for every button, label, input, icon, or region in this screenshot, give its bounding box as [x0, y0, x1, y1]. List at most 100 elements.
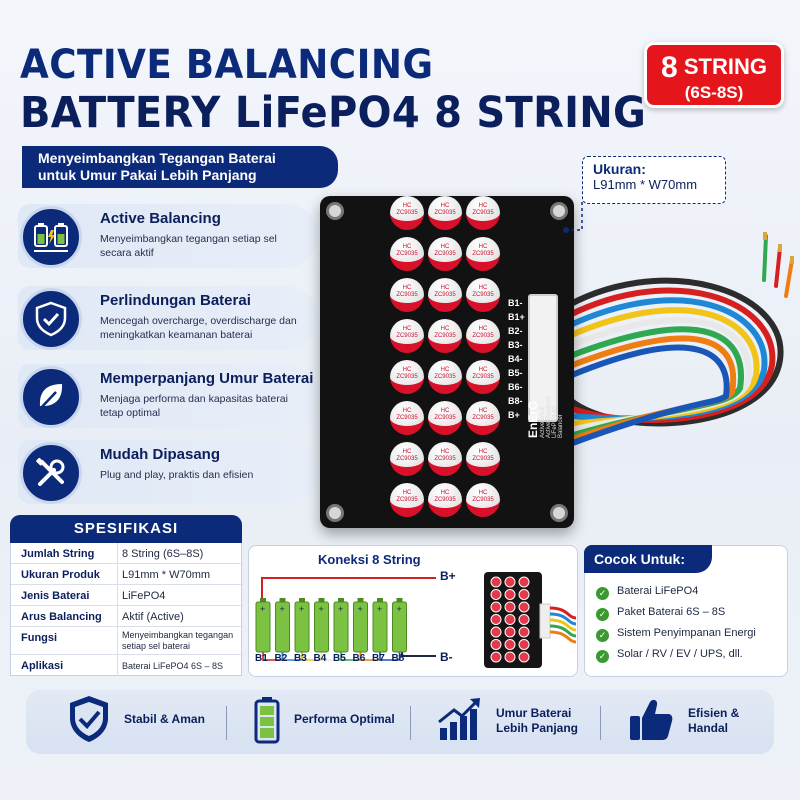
list-item-label: Baterai LiFePO4	[617, 585, 699, 597]
capacitor-label-top: HC	[478, 203, 488, 209]
spec-value: LiFePO4	[122, 590, 166, 602]
feature-desc: Menyeimbangkan tegangan setiap sel secar…	[100, 233, 277, 259]
spec-key: Jenis Baterai	[21, 590, 90, 602]
feature-desc: Plug and play, praktis dan efisien	[100, 469, 254, 481]
list-item: ✓Paket Baterai 6S – 8S	[596, 606, 725, 621]
tagline-line-1: Menyeimbangkan Tegangan Baterai	[38, 150, 276, 166]
capacitor-label-bottom: ZC9035	[396, 333, 418, 339]
wire-harness	[557, 232, 794, 447]
badge-word: STRING	[683, 54, 767, 79]
battery-cell: +	[294, 598, 310, 653]
mini-capacitor	[518, 614, 530, 625]
capacitor-label-bottom: ZC9035	[396, 456, 418, 462]
capacitor-label-bottom: ZC9035	[434, 497, 456, 503]
benefit-label-line2: Handal	[688, 721, 729, 735]
mini-capacitor	[490, 614, 502, 625]
capacitor-label-bottom: ZC9035	[434, 415, 456, 421]
table-row: Ukuran Produk L91mm * W70mm	[11, 564, 243, 585]
size-callout-line	[563, 202, 583, 233]
capacitor-label-top: HC	[478, 285, 488, 291]
capacitor-label-top: HC	[440, 449, 450, 455]
list-item-label: Paket Baterai 6S – 8S	[617, 606, 726, 618]
specs-divider	[117, 543, 118, 676]
pin-label: B6-	[508, 382, 523, 392]
capacitor-label-top: HC	[440, 203, 450, 209]
svg-text:+: +	[338, 604, 343, 614]
feature-desc: Menjaga performa dan kapasitas baterai t…	[100, 393, 288, 419]
capacitor-label-bottom: ZC9035	[434, 210, 456, 216]
feature-battery-life: Memperpanjang Umur Baterai Menjaga perfo…	[18, 364, 318, 428]
list-item-label: Sistem Penyimpanan Energi	[617, 627, 756, 639]
capacitor-label-top: HC	[478, 244, 488, 250]
mini-capacitor	[504, 589, 516, 600]
capacitor-label-bottom: ZC9035	[396, 210, 418, 216]
battery-balance-icon	[20, 206, 82, 268]
capacitor-label-top: HC	[402, 285, 412, 291]
capacitor-label-top: HC	[402, 490, 412, 496]
cell-label: B4	[313, 653, 327, 664]
cell-label: B1	[255, 653, 268, 664]
divider	[600, 706, 601, 740]
capacitor-label-top: HC	[402, 367, 412, 373]
capacitor-label-bottom: ZC9035	[472, 497, 494, 503]
capacitor-label-top: HC	[440, 408, 450, 414]
mini-capacitor	[504, 651, 516, 663]
shield-check-icon	[70, 696, 108, 742]
cell-label: B3	[294, 653, 307, 664]
battery-cell: +	[255, 598, 271, 653]
benefit-label-line2: Lebih Panjang	[496, 721, 579, 735]
mini-capacitor	[518, 639, 530, 650]
benefit-label-line1: Umur Baterai	[496, 706, 572, 720]
table-row: Aplikasi Baterai LiFePO4 6S – 8S	[11, 655, 243, 676]
spec-value: L91mm * W70mm	[122, 569, 211, 581]
svg-text:+: +	[280, 604, 285, 614]
mini-capacitor	[490, 576, 502, 588]
shield-check-icon	[20, 288, 82, 350]
mini-capacitor	[504, 639, 516, 650]
capacitor-label-top: HC	[440, 490, 450, 496]
string-count-badge: 8 STRING (6S-8S)	[644, 42, 784, 108]
pin-label: B2-	[508, 326, 523, 336]
mini-capacitor	[490, 651, 502, 663]
board-brand: EnErG	[526, 400, 540, 438]
capacitor-label-bottom: ZC9035	[472, 292, 494, 298]
capacitor-label-top: HC	[478, 408, 488, 414]
capacitor-label-bottom: ZC9035	[434, 292, 456, 298]
mini-capacitor	[518, 576, 530, 588]
specs-heading: SPESIFIKASI	[10, 515, 242, 543]
capacitor-label-bottom: ZC9035	[434, 251, 456, 257]
feature-title: Active Balancing	[100, 210, 221, 227]
capacitor-label-top: HC	[402, 244, 412, 250]
benefit-label: Efisien & Handal	[688, 706, 739, 736]
spec-key: Arus Balancing	[21, 611, 102, 623]
battery-cell: +	[353, 598, 368, 653]
spec-key: Aplikasi	[21, 660, 64, 672]
capacitor-label-bottom: ZC9035	[472, 456, 494, 462]
capacitor-label-bottom: ZC9035	[396, 415, 418, 421]
list-item: ✓ Sistem Penyimpanan Energi	[596, 627, 756, 642]
cell-label: B8	[391, 653, 405, 664]
check-icon: ✓	[596, 629, 609, 642]
feature-title: Memperpanjang Umur Baterai	[100, 370, 314, 387]
capacitor-label-top: HC	[440, 244, 450, 250]
capacitor-label-top: HC	[440, 367, 450, 373]
wiring-title: Koneksi 8 String	[318, 552, 421, 567]
capacitor-label-bottom: ZC9035	[396, 292, 418, 298]
capacitor-label-top: HC	[478, 326, 488, 332]
mini-capacitor	[490, 589, 502, 600]
mini-capacitor	[518, 601, 530, 613]
board-print-3: LiFePO4 8S Balancer	[552, 405, 564, 438]
capacitor-label-bottom: ZC9035	[472, 415, 494, 421]
spec-key: Jumlah String	[21, 548, 95, 560]
spec-value: Aktif (Active)	[122, 611, 184, 623]
benefit-label: Stabil & Aman	[124, 712, 205, 726]
tagline-line-2: untuk Umur Pakai Lebih Panjang	[38, 167, 257, 183]
capacitor-label-top: HC	[402, 326, 412, 332]
svg-text:+: +	[319, 604, 324, 614]
